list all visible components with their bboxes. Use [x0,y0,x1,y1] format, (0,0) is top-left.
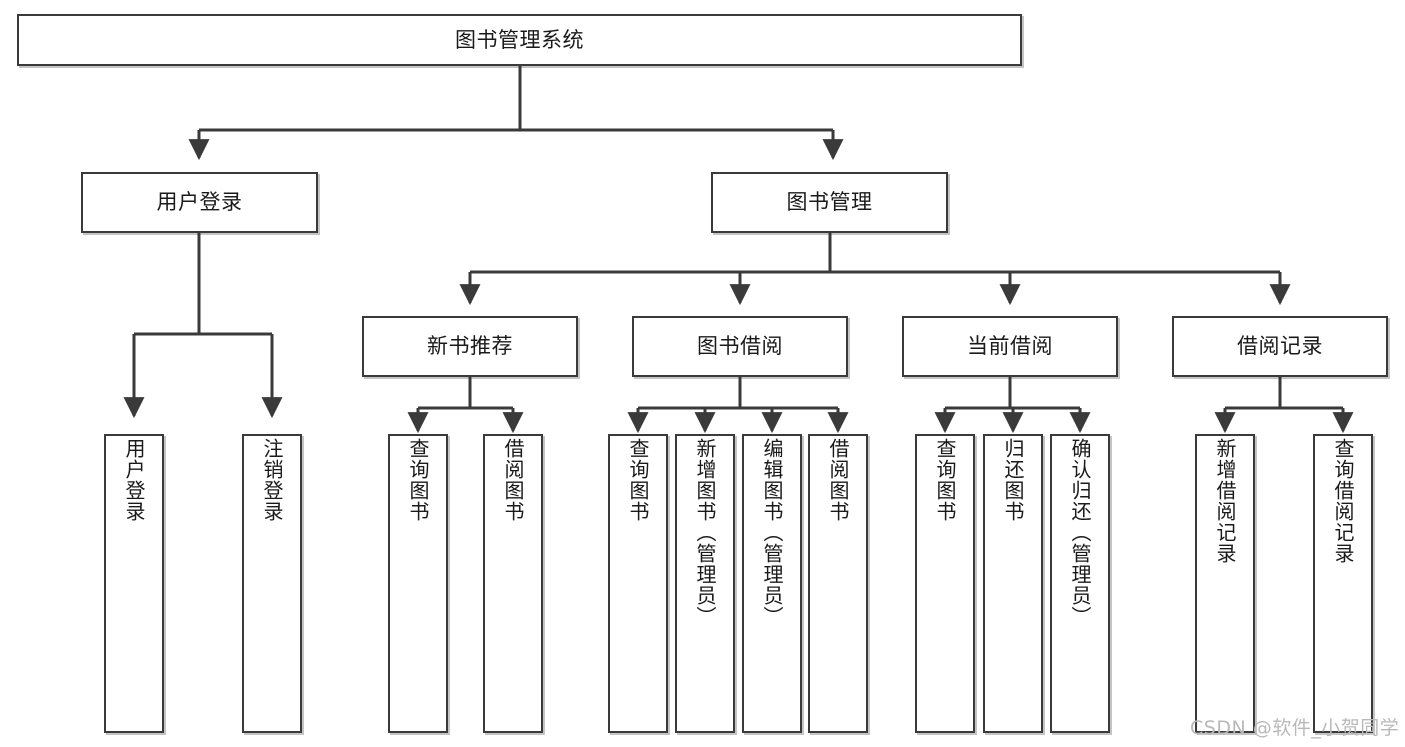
node-book-borrow[interactable]: 图书借阅 [632,316,848,377]
node-book-borrow-label: 图书借阅 [697,334,783,359]
node-user-login[interactable]: 用户登录 [81,172,318,233]
leaf-borrow-borrow-book[interactable]: 借阅图书 [808,434,868,733]
leaf-label: 查询借阅记录 [1331,438,1355,564]
leaf-label: 编辑图书（管理员） [760,438,784,627]
leaf-label: 用户登录 [122,438,146,522]
leaf-label: 查询图书 [626,438,650,522]
leaf-record-query[interactable]: 查询借阅记录 [1313,434,1373,733]
node-current-borrow[interactable]: 当前借阅 [902,316,1118,377]
leaf-label: 借阅图书 [826,438,850,522]
leaf-label: 注销登录 [260,438,284,522]
leaf-current-return-book[interactable]: 归还图书 [983,434,1043,733]
leaf-borrow-query-book[interactable]: 查询图书 [608,434,668,733]
node-new-book-recommend[interactable]: 新书推荐 [362,316,578,377]
leaf-borrow-edit-book[interactable]: 编辑图书（管理员） [742,434,802,733]
leaf-user-login-login[interactable]: 用户登录 [104,434,164,733]
node-root-label: 图书管理系统 [455,27,584,52]
leaf-label: 查询图书 [406,438,430,522]
node-new-book-recommend-label: 新书推荐 [427,334,513,359]
leaf-label: 借阅图书 [501,438,525,522]
node-book-management-label: 图书管理 [786,190,873,215]
leaf-label: 确认归还（管理员） [1068,438,1092,627]
node-borrow-record-label: 借阅记录 [1237,334,1323,359]
leaf-label: 查询图书 [933,438,957,522]
leaf-record-add[interactable]: 新增借阅记录 [1195,434,1255,733]
node-root[interactable]: 图书管理系统 [17,14,1022,66]
leaf-borrow-add-book[interactable]: 新增图书（管理员） [675,434,735,733]
node-book-management[interactable]: 图书管理 [711,172,948,233]
leaf-label: 新增借阅记录 [1213,438,1237,564]
leaf-current-confirm-return[interactable]: 确认归还（管理员） [1050,434,1110,733]
leaf-label: 归还图书 [1001,438,1025,522]
node-current-borrow-label: 当前借阅 [967,334,1053,359]
watermark: CSDN @软件_小贺同学 [1190,717,1400,739]
leaf-label: 新增图书（管理员） [693,438,717,627]
leaf-new-book-query[interactable]: 查询图书 [388,434,448,733]
node-borrow-record[interactable]: 借阅记录 [1172,316,1388,377]
node-user-login-label: 用户登录 [156,190,243,215]
leaf-current-query-book[interactable]: 查询图书 [915,434,975,733]
leaf-user-login-logout[interactable]: 注销登录 [242,434,302,733]
leaf-new-book-borrow[interactable]: 借阅图书 [483,434,543,733]
